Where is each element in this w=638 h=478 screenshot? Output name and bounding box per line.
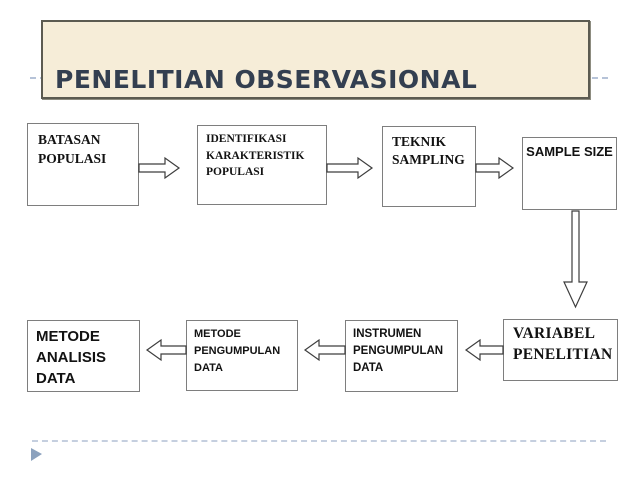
- decorative-dashed-rule-bottom: [32, 440, 606, 442]
- flow-box-label: IDENTIFIKASI KARAKTERISTIK POPULASI: [206, 133, 305, 178]
- title-plaque: PENELITIAN OBSERVASIONAL: [41, 20, 590, 99]
- flow-box-label: SAMPLE SIZE: [526, 144, 613, 159]
- flow-box-sample-size: SAMPLE SIZE: [522, 137, 617, 210]
- flow-box-batasan-populasi: BATASAN POPULASI: [27, 123, 139, 206]
- flow-box-label: METODE PENGUMPULAN DATA: [194, 328, 281, 374]
- flow-box-label: INSTRUMEN PENGUMPULAN DATA: [353, 328, 444, 374]
- flow-box-label: TEKNIK SAMPLING: [392, 134, 465, 167]
- flow-box-label: BATASAN POPULASI: [38, 132, 107, 166]
- flow-box-variabel-penelitian: VARIABEL PENELITIAN: [503, 319, 618, 381]
- flow-box-label: VARIABEL PENELITIAN: [513, 325, 613, 363]
- flow-box-teknik-sampling: TEKNIK SAMPLING: [382, 126, 476, 207]
- arrow-right-icon: [326, 156, 374, 180]
- arrow-right-icon: [138, 156, 181, 180]
- flow-box-metode-analisis-data: METODE ANALISIS DATA: [27, 320, 140, 392]
- flow-box-metode-pengumpulan-data: METODE PENGUMPULAN DATA: [186, 320, 298, 391]
- arrow-left-icon: [303, 338, 346, 362]
- arrow-right-icon: [475, 156, 515, 180]
- arrow-down-icon: [563, 210, 588, 309]
- flow-box-identifikasi-karakteristik-populasi: IDENTIFIKASI KARAKTERISTIK POPULASI: [197, 125, 327, 205]
- footer-triangle-bullet-icon: [31, 448, 42, 461]
- arrow-left-icon: [145, 338, 187, 362]
- slide-title: PENELITIAN OBSERVASIONAL: [55, 65, 478, 94]
- arrow-left-icon: [464, 338, 504, 362]
- flow-box-label: METODE ANALISIS DATA: [36, 328, 107, 387]
- flow-box-instrumen-pengumpulan-data: INSTRUMEN PENGUMPULAN DATA: [345, 320, 458, 392]
